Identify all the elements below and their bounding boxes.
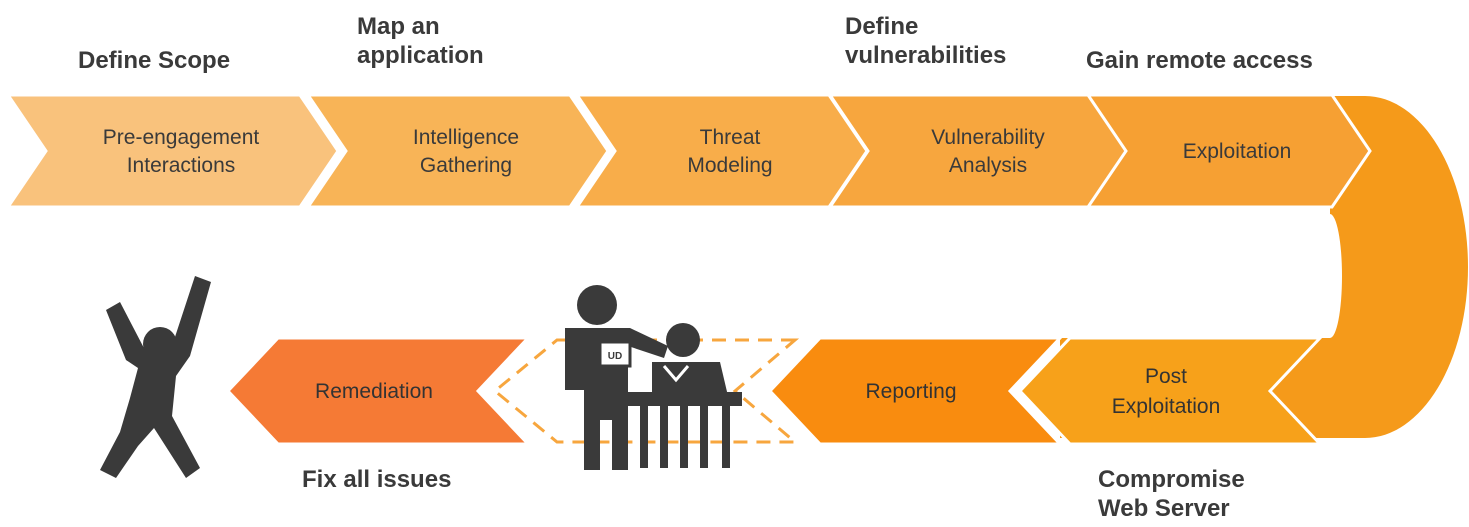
stage-label-pre-engagement-1: Interactions [127,154,236,177]
celebrating-person-icon [100,276,211,478]
stage-label-post-exploitation-0: Post [1145,365,1187,388]
stage-label-exploitation-0: Exploitation [1183,140,1292,163]
chevron-reporting [767,336,1064,446]
stage-reporting: Reporting [767,336,1064,446]
stage-label-vulnerability-analysis-1: Analysis [949,154,1027,177]
goal-compromise-web-server: Compromise Web Server [1098,466,1245,522]
goal-map-application: Map an application [357,12,484,70]
meeting-at-table-icon: UD [565,285,742,470]
chevron-threat-modeling [574,93,869,209]
stage-label-threat-modeling-1: Modeling [687,154,772,177]
stage-label-post-exploitation-1: Exploitation [1112,395,1221,418]
stage-label-remediation-0: Remediation [315,380,433,403]
chevron-vulnerability-analysis [827,93,1132,209]
chevron-pre-engagement [5,93,340,209]
stage-label-pre-engagement-0: Pre-engagement [103,126,260,149]
goal-define-vulnerabilities: Define vulnerabilities [845,13,1007,69]
goal-fix-all-issues: Fix all issues [302,466,452,493]
stage-exploitation: Exploitation [1085,93,1372,209]
goal-define-scope: Define Scope [78,47,231,74]
stage-label-reporting-0: Reporting [865,380,956,403]
chevron-exploitation [1085,93,1372,209]
stage-label-intelligence-1: Gathering [420,154,512,177]
chevron-remediation [225,336,532,446]
stage-label-threat-modeling-0: Threat [700,126,761,149]
top-stage-row: Pre-engagementInteractionsIntelligenceGa… [5,93,1372,209]
goal-gain-remote-access: Gain remote access [1086,47,1313,74]
map-line: Map an application [357,13,484,69]
stage-remediation: Remediation [225,336,532,446]
chevron-post-exploitation [1017,336,1324,446]
badge-text: UD [608,351,622,362]
stage-label-intelligence-0: Intelligence [413,126,519,149]
dashed-chevron-outline [492,338,800,444]
chevron-intelligence [305,93,610,209]
stage-label-vulnerability-analysis-0: Vulnerability [931,126,1045,149]
